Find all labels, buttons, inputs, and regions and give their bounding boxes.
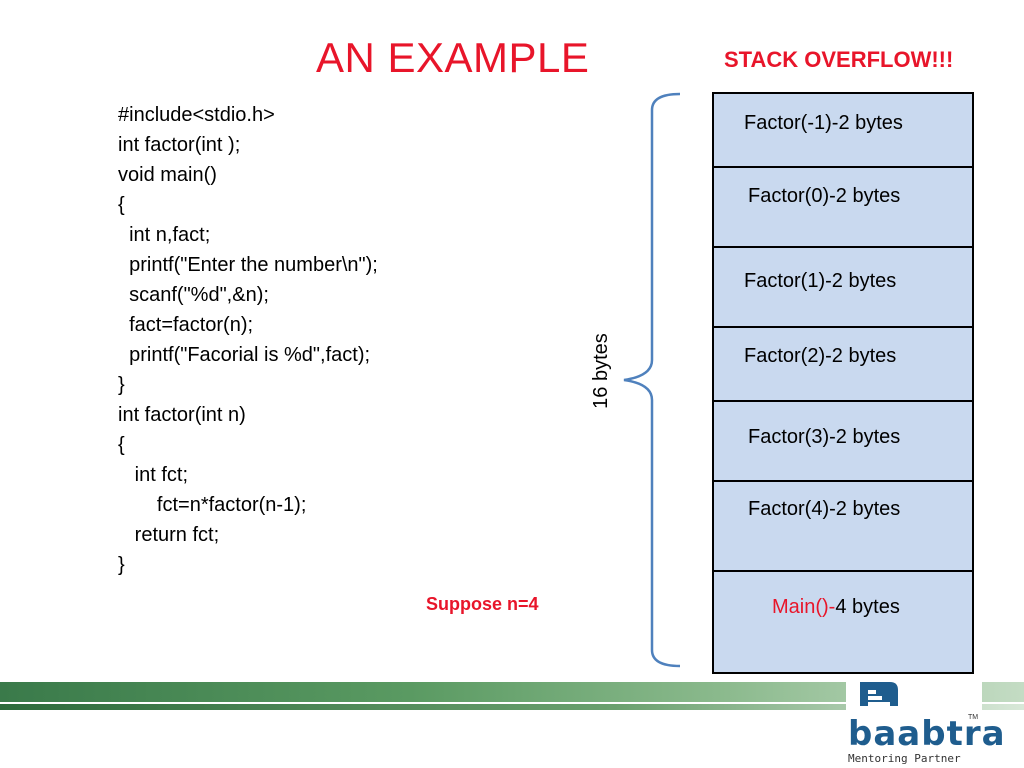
logo-tagline: Mentoring Partner xyxy=(848,752,961,765)
code-line: printf("Enter the number\n"); xyxy=(118,254,378,276)
code-line: fact=factor(n); xyxy=(118,314,254,336)
code-line: return fct; xyxy=(118,524,220,546)
logo-trademark: TM xyxy=(968,714,979,721)
code-block: #include<stdio.h> int factor(int ); void… xyxy=(118,100,478,580)
code-line: fct=n*factor(n-1); xyxy=(118,494,307,516)
stack-frame-label: Factor(0)-2 bytes xyxy=(748,185,901,207)
code-line: scanf("%d",&n); xyxy=(118,284,269,306)
footer-stripe xyxy=(0,704,1024,710)
stack-frame-label: Main()-4 bytes xyxy=(772,596,900,619)
stack-frame: Factor(4)-2 bytes xyxy=(714,482,972,572)
code-line: int fct; xyxy=(118,464,189,486)
stack-frame-label: Factor(1)-2 bytes xyxy=(744,270,897,292)
footer-band xyxy=(0,682,1024,702)
suppose-label: Suppose n=4 xyxy=(426,594,539,614)
stack-frame-main: Main()-4 bytes xyxy=(714,572,972,672)
logo-wordmark: baabtra xyxy=(848,714,1006,754)
stack-frame: Factor(3)-2 bytes xyxy=(714,402,972,482)
stack-frame: Factor(2)-2 bytes xyxy=(714,328,972,402)
stack-frame-label: Factor(3)-2 bytes xyxy=(748,426,901,448)
code-line: int n,fact; xyxy=(118,224,211,246)
code-line: printf("Facorial is %d",fact); xyxy=(118,344,371,366)
code-line: int factor(int n) xyxy=(118,404,246,426)
code-line: } xyxy=(118,554,125,576)
logo-mark-icon xyxy=(860,682,898,706)
call-stack: Factor(-1)-2 bytes Factor(0)-2 bytes Fac… xyxy=(712,92,974,674)
baabtra-logo: baabtra TM Mentoring Partner xyxy=(846,676,1005,768)
stack-frame-label: Factor(4)-2 bytes xyxy=(748,498,901,520)
code-line: { xyxy=(118,434,125,456)
code-line: void main() xyxy=(118,164,217,186)
stack-frame: Factor(-1)-2 bytes xyxy=(714,94,972,168)
code-line: int factor(int ); xyxy=(118,134,241,156)
code-line: #include<stdio.h> xyxy=(118,104,275,126)
slide-title: AN EXAMPLE xyxy=(316,34,590,81)
code-line: } xyxy=(118,374,125,396)
stack-overflow-label: STACK OVERFLOW!!! xyxy=(724,47,954,72)
stack-size-label: 16 bytes xyxy=(590,333,612,409)
stack-frame-label: Factor(-1)-2 bytes xyxy=(744,112,903,134)
stack-frame-label: Factor(2)-2 bytes xyxy=(744,345,897,367)
stack-frame: Factor(1)-2 bytes xyxy=(714,248,972,328)
stack-frame: Factor(0)-2 bytes xyxy=(714,168,972,248)
main-frame-name: Main()- xyxy=(772,596,836,618)
main-frame-size: 4 bytes xyxy=(835,596,900,618)
code-line: { xyxy=(118,194,125,216)
curly-brace-icon xyxy=(623,92,681,668)
